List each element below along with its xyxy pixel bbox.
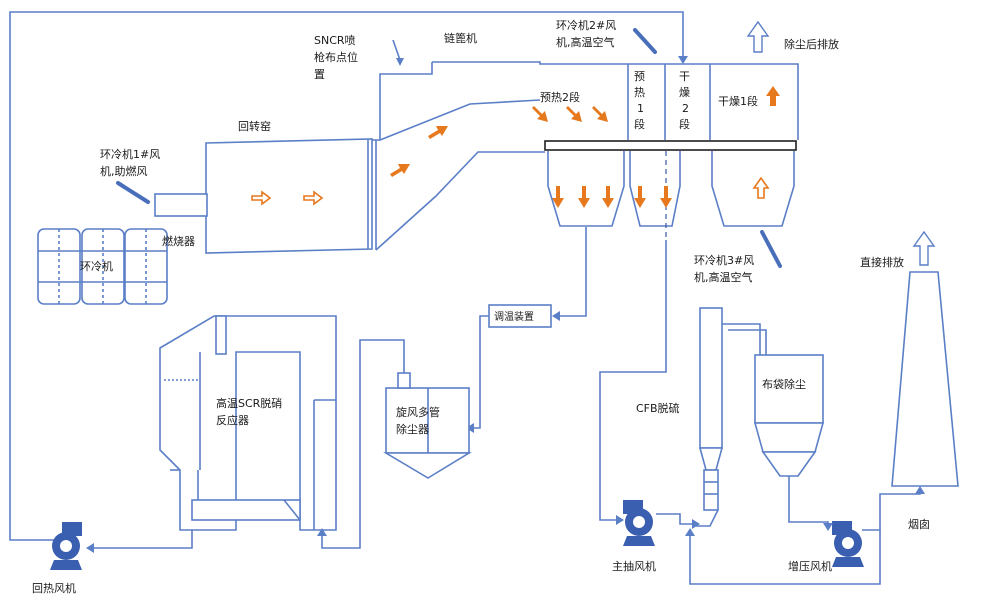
label-chimney: 烟囱: [908, 517, 930, 531]
return-fan-arrowhead: [86, 543, 94, 553]
booster-fan-icon: [832, 521, 864, 567]
chimney: [891, 271, 959, 487]
windbox-down-arrows: [552, 186, 672, 208]
label-preheat1-c: 1: [637, 102, 644, 115]
exhaust-arrow-icon: [746, 20, 770, 53]
rotary-kiln: [205, 138, 373, 254]
main-fan-to-cfb-line: [656, 513, 696, 525]
label-return-fan: 回热风机: [32, 581, 76, 595]
hood-flow-arrows: [390, 126, 448, 177]
dry1-up-arrow: [752, 176, 770, 199]
preheat2-flow-arrows: [532, 106, 608, 122]
scr-inlet-arrowhead: [317, 528, 327, 536]
label-sncr-3: 置: [314, 68, 325, 81]
label-sncr-1: SNCR喷: [314, 34, 356, 47]
label-ring2-b: 机,高温空气: [556, 35, 615, 49]
label-preheat1-b: 热: [634, 86, 645, 99]
windbox-preheat1: [629, 151, 681, 227]
label-burner: 燃烧器: [162, 234, 195, 248]
bag-filter: [753, 354, 825, 477]
label-scr-b: 反应器: [216, 413, 249, 427]
label-preheat2: 预热2段: [540, 90, 580, 104]
kiln-hood-lower: [375, 151, 545, 251]
preheat-to-tempering-line: [553, 227, 587, 317]
grate-belt: [544, 140, 797, 151]
grate-top-line: [432, 61, 799, 140]
ring3-inlet-arrow: [760, 230, 782, 268]
return-fan-icon: [50, 522, 82, 570]
label-sncr-2: 枪布点位: [314, 50, 358, 64]
label-ring3-b: 机,高温空气: [694, 270, 753, 284]
ring2-inlet-arrow: [633, 28, 657, 54]
windbox-dry1: [711, 151, 795, 227]
booster-recycle-line: [689, 530, 881, 585]
main-fan-icon: [623, 500, 655, 546]
label-dry2-d: 段: [679, 117, 690, 131]
label-tempering: 调温装置: [494, 310, 534, 323]
label-ring2-a: 环冷机2#风: [556, 18, 616, 32]
chimney-inlet-arrowhead: [915, 486, 925, 494]
label-scr-a: 高温SCR脱硝: [216, 396, 282, 410]
label-preheat1-a: 预: [634, 70, 645, 83]
label-main-fan: 主抽风机: [612, 559, 656, 573]
return-loop-line: [9, 11, 684, 541]
tempering-to-multicyclone-line: [468, 315, 489, 429]
snr-arrow-line: [392, 39, 401, 61]
cfb-inlet-arrowhead: [692, 519, 700, 529]
snr-arrowhead: [396, 58, 404, 66]
label-dry2-c: 2: [682, 102, 689, 115]
bag-to-booster-line: [788, 476, 829, 528]
cfb-to-bag-line2: [728, 329, 767, 355]
kiln-hood-upper: [379, 99, 541, 141]
tempering-arrowhead: [552, 311, 560, 321]
cfb-tower: [696, 307, 724, 527]
label-grate: 链篦机: [444, 31, 477, 45]
windbox-preheat2: [547, 151, 625, 227]
cfb-to-bag-line: [722, 323, 761, 355]
label-dry2-a: 干: [679, 70, 690, 83]
multicyclone-to-scr-line: [321, 339, 405, 549]
ring-cooler: [37, 228, 168, 305]
label-dry1: 干燥1段: [718, 94, 758, 108]
direct-exhaust-arrow-icon: [912, 230, 936, 266]
burner-box: [154, 193, 208, 217]
label-bag: 布袋除尘: [762, 377, 806, 391]
dry1-top-up-arrow: [766, 86, 780, 106]
label-direct-exhaust: 直接排放: [860, 255, 904, 269]
label-booster-fan: 增压风机: [788, 559, 832, 573]
ring1-inlet-arrow: [116, 181, 150, 204]
kiln-hood-outline: [368, 62, 433, 141]
scr-to-return-fan-line: [88, 530, 193, 549]
label-cfb: CFB脱硫: [636, 401, 680, 415]
label-ring1-a: 环冷机1#风: [100, 147, 160, 161]
label-cooler: 环冷机: [80, 259, 113, 273]
scr-reactor: [159, 315, 337, 531]
multicyclone: [383, 372, 472, 479]
label-multicyclone-b: 除尘器: [396, 422, 429, 436]
return-loop-arrowhead: [678, 56, 688, 64]
label-ring3-a: 环冷机3#风: [694, 253, 754, 267]
main-fan-arrowhead: [616, 515, 624, 525]
label-preheat1-d: 段: [634, 117, 645, 131]
label-dry2-b: 燥: [679, 86, 690, 99]
label-ring1-b: 机,助燃风: [100, 164, 148, 178]
label-kiln: 回转窑: [238, 119, 271, 133]
kiln-flow-arrows: [251, 190, 324, 206]
multicyclone-arrowhead: [466, 423, 474, 433]
windbox-to-main-fan-line: [599, 240, 667, 521]
label-exhaust-dust: 除尘后排放: [784, 37, 839, 51]
booster-inlet-arrowhead: [823, 523, 833, 531]
label-multicyclone-a: 旋风多管: [396, 405, 440, 419]
recycle-arrowhead: [685, 528, 695, 536]
